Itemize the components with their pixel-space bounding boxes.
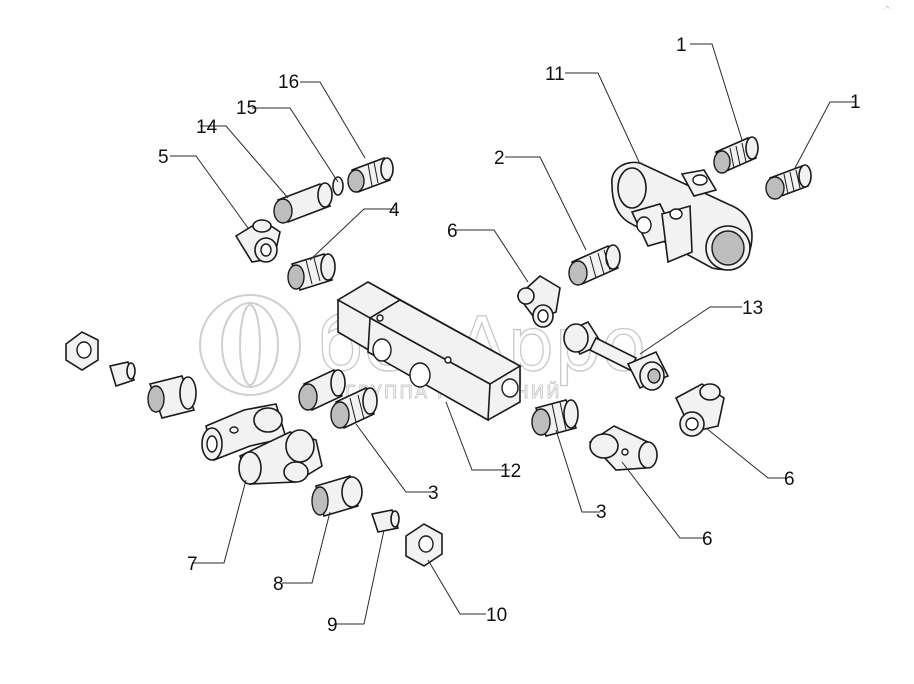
part-14-nut — [273, 182, 333, 224]
callout-2: 2 — [494, 148, 505, 169]
part-9-insert — [370, 509, 400, 533]
part-11-valve-body — [611, 161, 753, 271]
part-1-fitting-upper — [713, 136, 759, 174]
insert-upper-left — [108, 361, 136, 388]
corner-mark: ·^· — [884, 6, 891, 12]
callout-6-right: 6 — [784, 469, 795, 490]
callout-15: 15 — [236, 98, 257, 119]
part-8-fitting — [311, 475, 363, 517]
part-5-elbow — [234, 219, 281, 263]
part-6-elbow-right — [674, 383, 725, 437]
part-4-fitting — [287, 252, 336, 292]
callout-7: 7 — [187, 554, 198, 575]
callout-1-right: 1 — [850, 92, 861, 113]
callout-14: 14 — [196, 117, 218, 138]
part-7-tee-lower — [238, 429, 323, 485]
part-3-fitting-left — [330, 386, 378, 430]
part-7-tee-upper — [201, 403, 288, 462]
callout-6-bottom: 6 — [702, 529, 713, 550]
callout-12: 12 — [500, 461, 521, 482]
part-10-nut — [405, 523, 443, 567]
callout-16: 16 — [278, 72, 299, 93]
nut-upper-left — [65, 331, 99, 371]
part-16-fitting — [347, 156, 394, 194]
callout-6-top: 6 — [447, 221, 458, 242]
callout-3-right: 3 — [596, 502, 607, 523]
callout-10: 10 — [486, 605, 507, 626]
callout-4: 4 — [389, 200, 400, 221]
part-1-fitting-right — [765, 164, 812, 200]
part-13-tube-assembly — [563, 320, 670, 391]
part-3-fitting-extra — [298, 368, 346, 412]
callout-8: 8 — [273, 574, 284, 595]
fitting-upper-left — [147, 375, 197, 419]
part-2-fitting — [568, 244, 621, 286]
part-6-elbow-top — [516, 275, 561, 328]
callout-5: 5 — [158, 147, 169, 168]
part-15-ring — [332, 176, 344, 196]
callout-1-upper: 1 — [676, 35, 687, 56]
callout-9: 9 — [327, 615, 338, 636]
callout-13: 13 — [742, 298, 763, 319]
part-6-elbow-middle — [588, 425, 658, 471]
watermark-logo — [199, 294, 301, 396]
callout-11: 11 — [545, 64, 565, 85]
callout-3-left: 3 — [428, 483, 439, 504]
part-3-fitting-right — [531, 399, 579, 437]
leader-lines — [170, 43, 855, 625]
part-12-manifold-block — [336, 281, 522, 422]
